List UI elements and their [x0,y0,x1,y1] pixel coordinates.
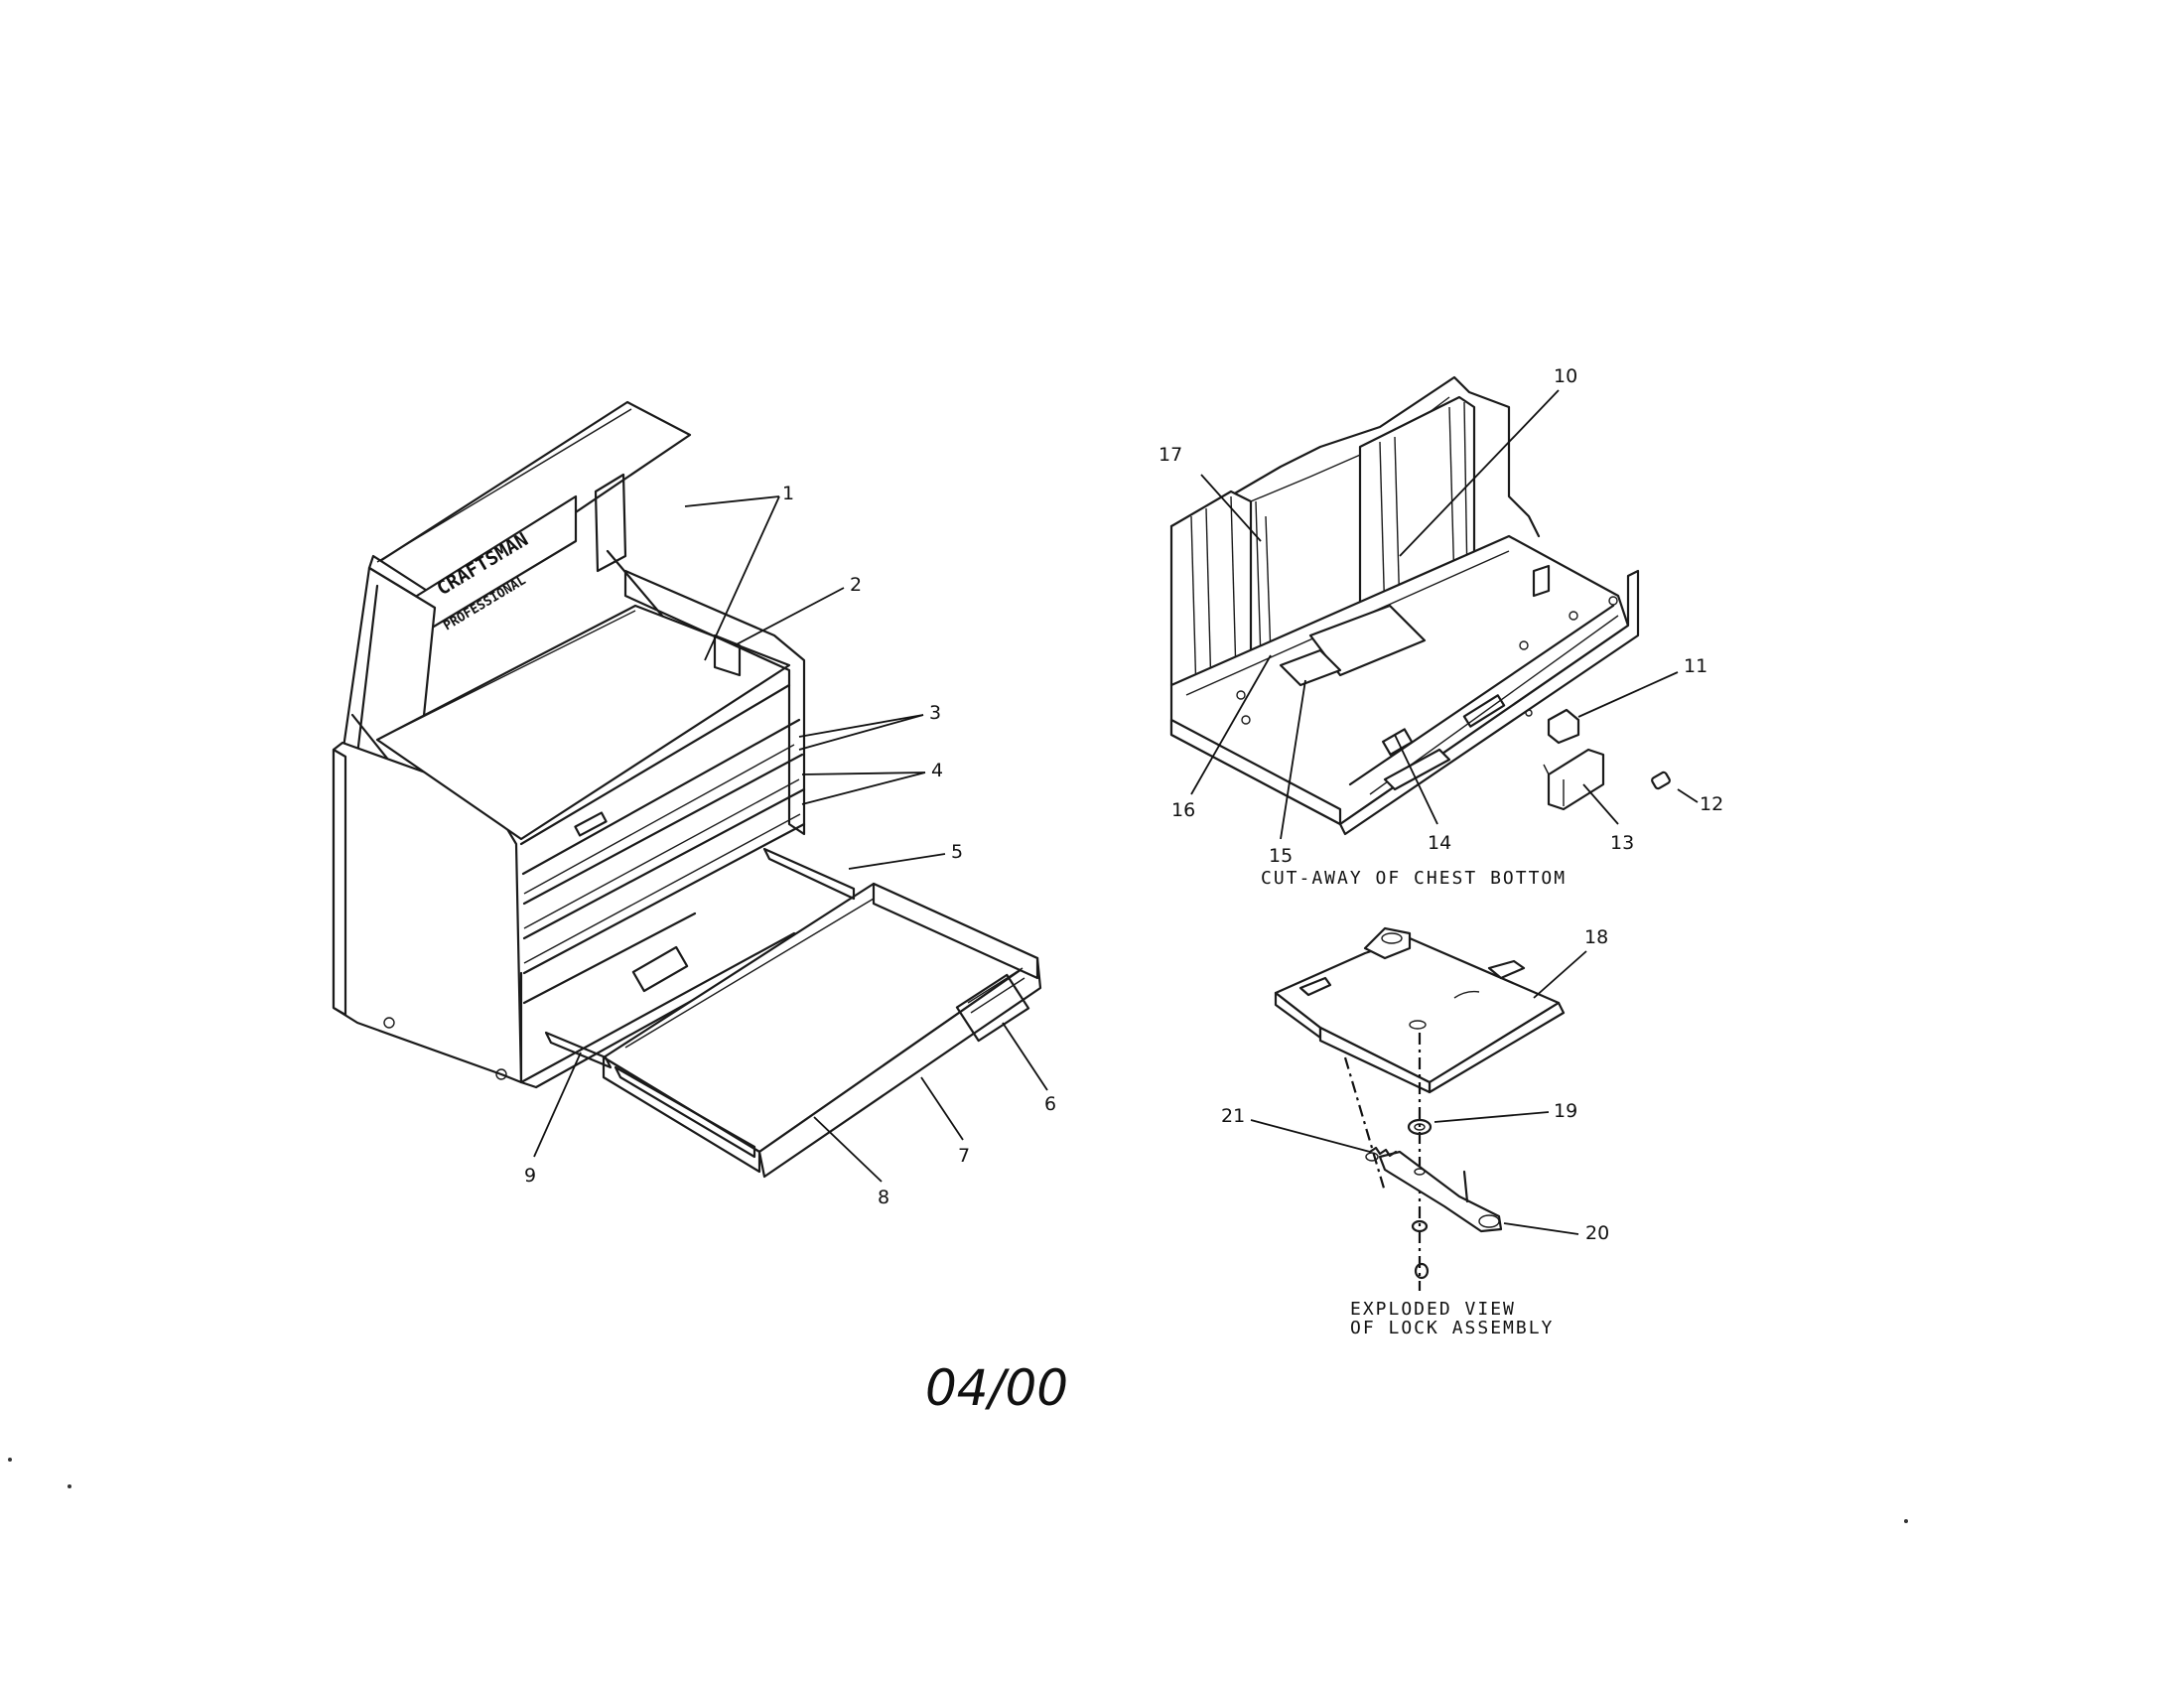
callout-17: 17 [1159,444,1182,466]
callout-16: 16 [1171,799,1195,821]
callout-2: 2 [850,574,862,596]
spring [1368,1146,1398,1158]
callout-13: 13 [1610,832,1634,854]
callout-8: 8 [878,1187,889,1208]
scan-speck [1904,1519,1908,1523]
callout-1: 1 [782,483,794,504]
callout-3: 3 [929,702,941,724]
callout-14: 14 [1428,832,1451,854]
tool-chest-main-view: CRAFTSMAN PROFESSIONAL [332,400,1042,1179]
washer [1407,1118,1433,1136]
date-code: 04/00 [925,1359,1068,1417]
lock-caption-line2: OF LOCK ASSEMBLY [1350,1318,1554,1338]
drawer-fronts [519,683,806,1005]
open-drawer [544,847,1042,1179]
lock-cylinder-housing [1547,748,1605,811]
lock-plate [1274,936,1561,1084]
callout-7: 7 [958,1145,970,1167]
callout-10: 10 [1554,365,1577,387]
callout-11: 11 [1684,655,1707,677]
scan-speck [68,1484,71,1488]
cutaway-view [1169,375,1671,836]
callout-19: 19 [1554,1100,1577,1122]
lock-caption-line1: EXPLODED VIEW [1350,1299,1516,1320]
main-view-callouts: 1 2 3 4 5 6 7 8 9 [524,483,1056,1208]
callout-4: 4 [931,760,943,781]
latch-bracket [1547,708,1580,745]
cutaway-caption: CUT-AWAY OF CHEST BOTTOM [1261,868,1567,889]
lock-callouts: 18 19 20 21 EXPLODED VIEW OF LOCK ASSEMB… [1221,926,1609,1338]
lock-lever [1378,1150,1503,1233]
lock-assembly-view [1274,926,1566,1291]
callout-20: 20 [1585,1222,1609,1244]
lid-strut-left [350,713,394,767]
callout-15: 15 [1269,845,1293,867]
key [1651,771,1671,790]
callout-9: 9 [524,1165,536,1187]
scan-speck [8,1458,12,1462]
top-tray [375,604,791,841]
callout-5: 5 [951,841,963,863]
callout-12: 12 [1700,793,1723,815]
callout-18: 18 [1584,926,1608,948]
callout-21: 21 [1221,1105,1245,1127]
cutaway-callouts: 10 11 12 13 14 15 16 17 CUT-AWAY OF CHES… [1159,365,1723,889]
callout-6: 6 [1044,1093,1056,1115]
